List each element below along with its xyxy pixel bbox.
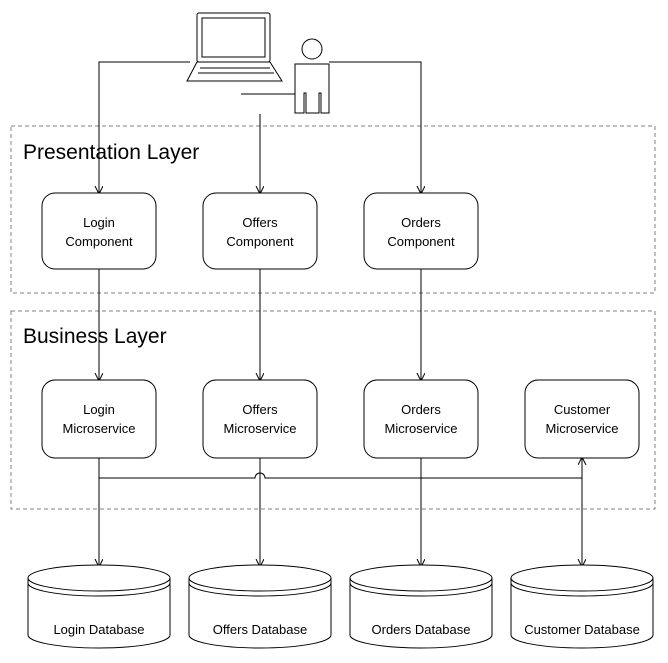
- login-microservice-line2: Microservice: [63, 421, 136, 436]
- presentation-layer: [10, 125, 656, 294]
- component-to-service-connectors: [99, 269, 421, 380]
- offers-microservice-line2: Microservice: [224, 421, 297, 436]
- offers-component-line1: Offers: [242, 215, 278, 230]
- login-database-label: Login Database: [53, 622, 144, 637]
- orders-microservice-line2: Microservice: [385, 421, 458, 436]
- orders-component[interactable]: Orders Component: [363, 192, 479, 270]
- login-component-line2: Component: [65, 234, 133, 249]
- customer-database-label: Customer Database: [524, 622, 640, 637]
- login-microservice-line1: Login: [83, 402, 115, 417]
- login-component-line1: Login: [83, 215, 115, 230]
- offers-microservice-line1: Offers: [242, 402, 278, 417]
- login-microservice[interactable]: Login Microservice: [41, 379, 157, 459]
- offers-database-label: Offers Database: [213, 622, 307, 637]
- customer-microservice[interactable]: Customer Microservice: [524, 379, 640, 459]
- presentation-layer-title: Presentation Layer: [23, 141, 199, 164]
- orders-component-line2: Component: [387, 234, 455, 249]
- offers-database[interactable]: Offers Database: [188, 564, 332, 649]
- offers-microservice[interactable]: Offers Microservice: [202, 379, 318, 459]
- customer-microservice-line2: Microservice: [546, 421, 619, 436]
- user-icon: [294, 38, 330, 114]
- orders-database-label: Orders Database: [372, 622, 471, 637]
- orders-microservice-line1: Orders: [401, 402, 441, 417]
- offers-component[interactable]: Offers Component: [202, 192, 318, 270]
- customer-database[interactable]: Customer Database: [510, 564, 654, 649]
- customer-microservice-line1: Customer: [554, 402, 611, 417]
- login-component[interactable]: Login Component: [41, 192, 157, 270]
- offers-component-line2: Component: [226, 234, 294, 249]
- client-connectors: [99, 61, 421, 193]
- orders-database[interactable]: Orders Database: [349, 564, 493, 649]
- service-to-database-connectors: [99, 458, 582, 566]
- orders-microservice[interactable]: Orders Microservice: [363, 379, 479, 459]
- service-bus: [99, 458, 582, 479]
- business-layer: [10, 310, 656, 510]
- orders-component-line1: Orders: [401, 215, 441, 230]
- business-layer-title: Business Layer: [23, 325, 167, 348]
- laptop-icon: [186, 12, 283, 82]
- login-database[interactable]: Login Database: [27, 564, 171, 649]
